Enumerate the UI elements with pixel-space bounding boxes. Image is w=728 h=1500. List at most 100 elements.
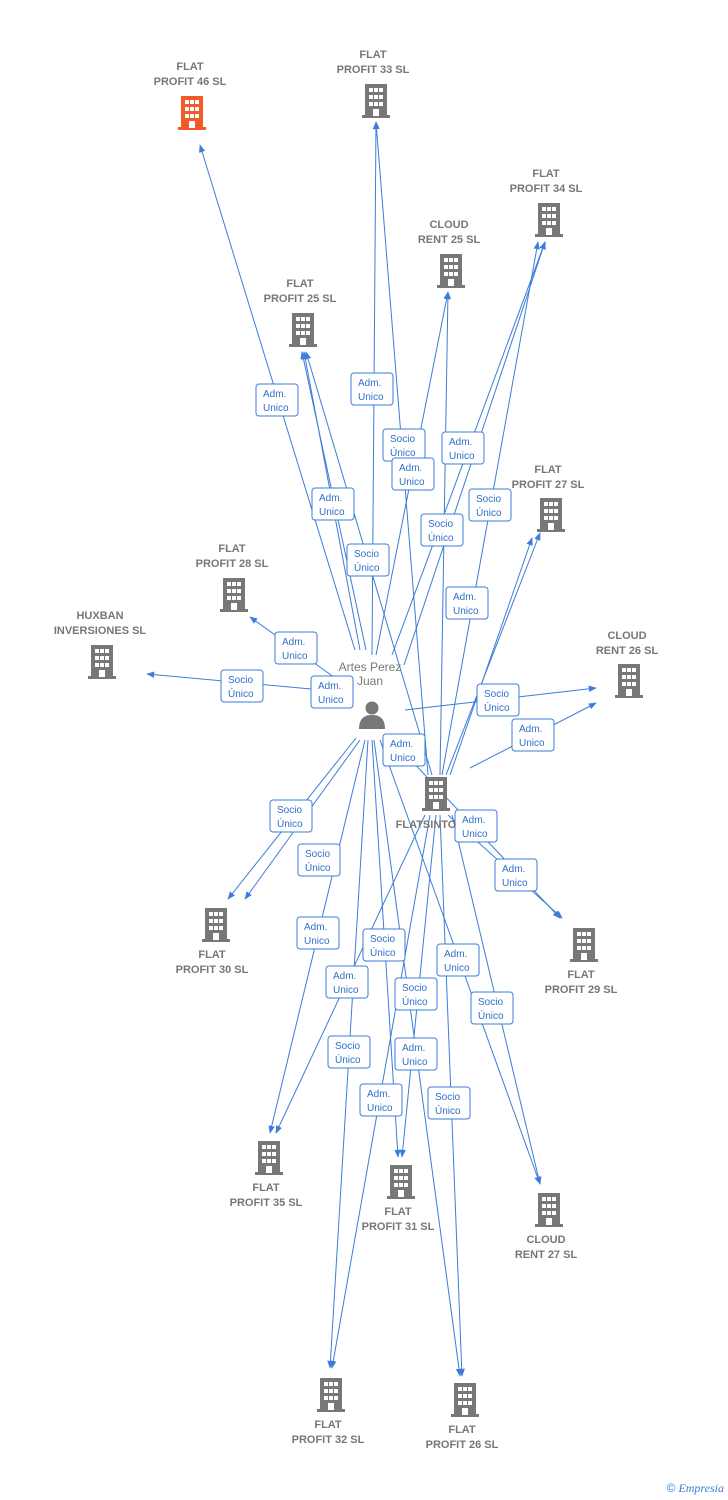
- relation-label[interactable]: Adm. Unico: [511, 718, 555, 752]
- building-icon: [422, 777, 450, 811]
- relation-label[interactable]: Adm.Unico: [382, 733, 426, 767]
- relation-label[interactable]: Adm.Unico: [310, 675, 354, 709]
- relation-label[interactable]: Adm.Unico: [494, 858, 538, 892]
- company-name-line2: PROFIT 34 SL: [510, 183, 583, 195]
- company-name-line1: FLAT: [218, 543, 246, 555]
- building-icon: [535, 1193, 563, 1227]
- company-name-line2: RENT 26 SL: [596, 645, 659, 657]
- relation-label-line1: Socio: [354, 549, 379, 560]
- relation-label-line1: Adm.: [358, 378, 381, 389]
- relation-label-line2: Unico: [449, 451, 475, 462]
- building-icon: [451, 1383, 479, 1417]
- company-name-line1: HUXBAN: [76, 610, 123, 622]
- relation-label[interactable]: Adm.Unico: [311, 487, 355, 521]
- relation-label[interactable]: Adm.Unico: [325, 965, 369, 999]
- relation-label-line1: Adm.: [399, 463, 422, 474]
- relation-label-line2: Único: [484, 701, 510, 714]
- company-name-line2: PROFIT 31 SL: [362, 1221, 435, 1233]
- relation-label-line2: Unico: [367, 1103, 393, 1114]
- company-node-fp27[interactable]: FLAT PROFIT 27 SL: [512, 464, 585, 532]
- relation-label[interactable]: Adm.Unico: [296, 916, 340, 950]
- relation-label-line2: Único: [478, 1009, 504, 1022]
- relation-label-line2: Unico: [358, 392, 384, 403]
- company-name-line1: FLAT: [448, 1424, 476, 1436]
- relation-label-line1: Adm.: [502, 864, 525, 875]
- company-name-line2: PROFIT 26 SL: [426, 1439, 499, 1451]
- building-icon: [317, 1378, 345, 1412]
- relation-label[interactable]: Adm.Unico: [274, 631, 318, 665]
- relation-label[interactable]: Adm.Unico: [255, 383, 299, 417]
- relation-label[interactable]: Adm.Unico: [394, 1037, 438, 1071]
- relation-label[interactable]: Adm.Unico: [436, 943, 480, 977]
- company-name-line1: FLAT: [567, 969, 595, 981]
- relation-label-line1: Adm.: [333, 971, 356, 982]
- company-name-line1: FLAT: [534, 464, 562, 476]
- relation-label[interactable]: Adm.Unico: [454, 809, 498, 843]
- company-name-line2: PROFIT 46 SL: [154, 76, 227, 88]
- relation-edge: [449, 537, 533, 776]
- company-node-hub[interactable]: FLATSINTO: [396, 777, 457, 831]
- relation-label-line2: Único: [390, 446, 416, 459]
- company-node-fp46[interactable]: FLAT PROFIT 46 SL: [154, 61, 227, 130]
- company-name-line1: FLAT: [176, 61, 204, 73]
- relation-label[interactable]: Adm.Unico: [445, 586, 489, 620]
- relation-label[interactable]: Adm.Unico: [441, 431, 485, 465]
- relation-label-line1: Socio: [476, 494, 501, 505]
- relation-label-line1: Adm.: [453, 592, 476, 603]
- building-icon: [535, 203, 563, 237]
- relation-label[interactable]: Adm.Unico: [359, 1083, 403, 1117]
- relation-label[interactable]: Adm. Unico: [391, 457, 435, 491]
- relation-label-line2: Unico: [390, 753, 416, 764]
- relation-label-line1: Socio: [277, 805, 302, 816]
- building-icon: [437, 254, 465, 288]
- relation-label-line1: Adm.: [519, 724, 542, 735]
- relation-label-line2: Unico: [282, 651, 308, 662]
- company-name-line1: CLOUD: [526, 1234, 565, 1246]
- company-node-fp26[interactable]: FLAT PROFIT 26 SL: [426, 1383, 499, 1451]
- relation-label-line2: Único: [370, 946, 396, 959]
- relation-label-line1: Adm.: [304, 922, 327, 933]
- building-icon: [88, 645, 116, 679]
- building-icon: [387, 1165, 415, 1199]
- company-node-cr27[interactable]: CLOUD RENT 27 SL: [515, 1193, 578, 1261]
- company-name-line2: RENT 27 SL: [515, 1249, 578, 1261]
- relation-label-line2: Unico: [399, 477, 425, 488]
- relation-label[interactable]: Adm. Unico: [350, 372, 394, 406]
- relation-label-line1: Adm.: [402, 1043, 425, 1054]
- edge-labels-layer: Adm.UnicoAdm.UnicoSocioÚnicoAdm.UnicoAdm…: [220, 372, 555, 1120]
- relation-label-line2: Único: [402, 995, 428, 1008]
- building-icon: [537, 498, 565, 532]
- brand-logo[interactable]: ©Empresia: [667, 1481, 724, 1496]
- company-name-line2: PROFIT 27 SL: [512, 479, 585, 491]
- relation-label-line1: Adm.: [319, 493, 342, 504]
- relation-label-line2: Unico: [519, 738, 545, 749]
